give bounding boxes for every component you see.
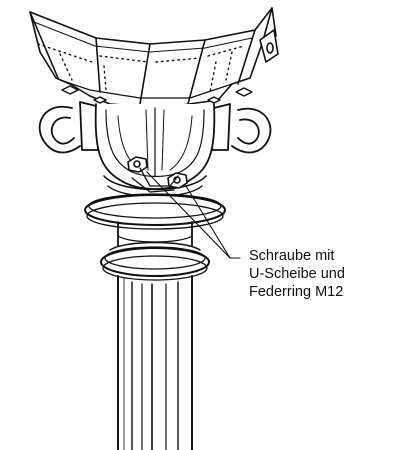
callout-line-1: Schraube mit [249, 248, 335, 264]
callout-leader [146, 171, 241, 259]
shaft [117, 275, 193, 450]
callout-label: Schraube mit U-Scheibe und Federring M12 [249, 247, 345, 301]
bolt-left [127, 156, 148, 173]
hopper-fasteners [61, 85, 253, 104]
hopper-top [29, 7, 279, 109]
callout-line-2: U-Scheibe und [249, 266, 345, 282]
flange-upper [84, 193, 226, 230]
left-lug [38, 101, 99, 154]
flange-lower [100, 241, 210, 281]
bowl-housing [94, 103, 216, 198]
right-lug [211, 103, 272, 154]
callout-line-3: Federring M12 [249, 284, 344, 300]
